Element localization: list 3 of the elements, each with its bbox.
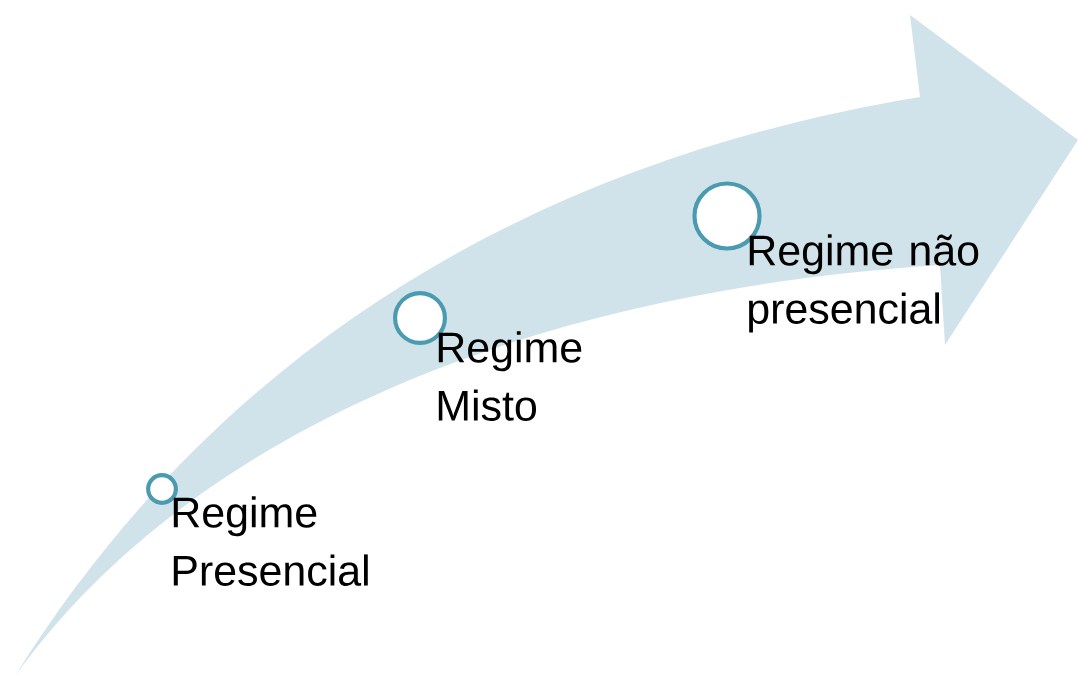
step-label: Regime Presencial xyxy=(173,496,368,586)
step-label: Regime Misto xyxy=(438,331,582,421)
step-label: Regime não presencial xyxy=(749,234,979,333)
